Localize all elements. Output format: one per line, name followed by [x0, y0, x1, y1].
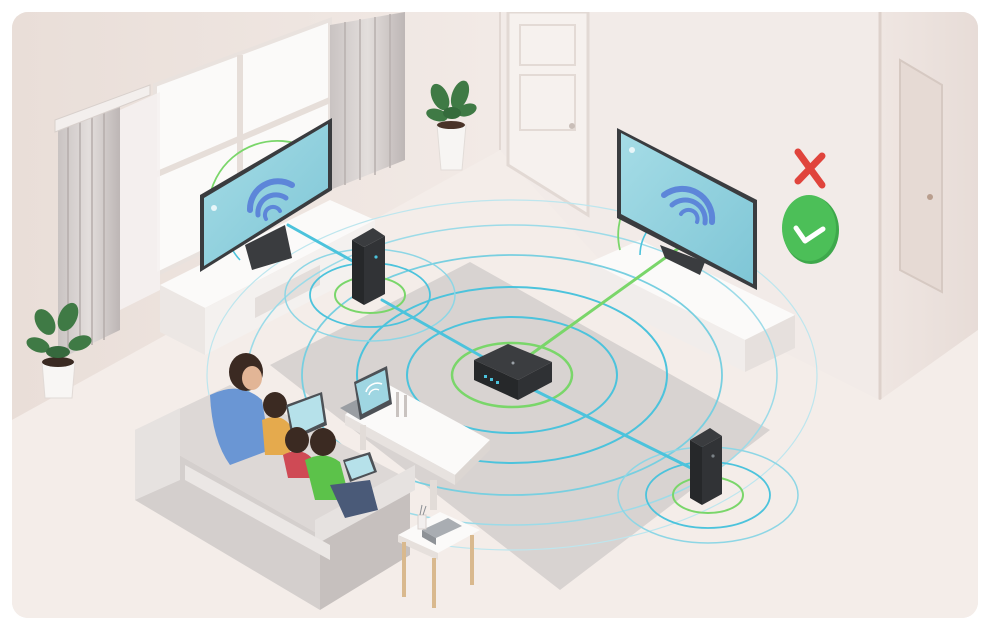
- error-badge: [794, 148, 826, 189]
- main-router: [474, 344, 552, 400]
- scene-artwork: [12, 12, 978, 618]
- tv-stand-right: [590, 240, 795, 372]
- person-child-3: [305, 428, 378, 518]
- family: [210, 353, 378, 518]
- person-child-1: [262, 392, 327, 455]
- wifi-icon: [661, 185, 716, 226]
- back-door: [506, 12, 590, 218]
- plant-back: [426, 80, 477, 171]
- curtain-right: [330, 12, 405, 190]
- wifi-icon: [246, 178, 295, 221]
- mesh-wifi-illustration: Mesh Wi-Fi home network coverage illustr…: [12, 12, 978, 618]
- mesh-node-left: [352, 228, 385, 305]
- tv-right: [617, 128, 757, 290]
- x-icon: [794, 148, 826, 189]
- success-badge: [782, 195, 839, 264]
- check-icon: [793, 225, 826, 244]
- side-door: [899, 58, 943, 294]
- curtain-left: [54, 84, 151, 360]
- person-child-2: [283, 427, 312, 478]
- laptop: [340, 366, 392, 420]
- tv-left: [200, 118, 332, 272]
- plant-left: [26, 302, 92, 399]
- side-table: [398, 504, 480, 608]
- person-adult: [210, 353, 270, 465]
- mesh-node-right: [690, 428, 722, 505]
- rug: [270, 262, 770, 590]
